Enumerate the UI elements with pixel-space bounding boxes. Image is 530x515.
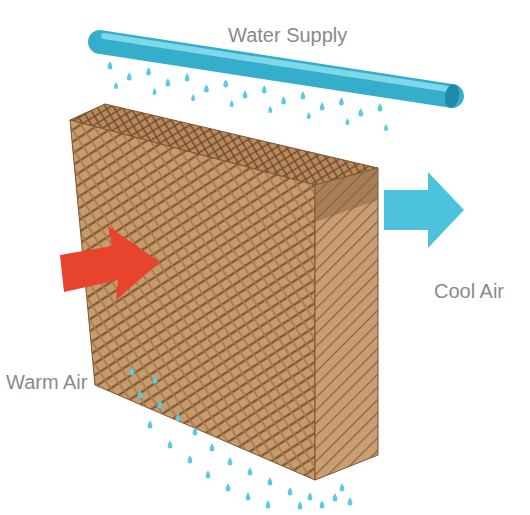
water-drop — [345, 118, 349, 125]
part-label: Water Supply — [228, 24, 347, 46]
water-drop — [268, 477, 273, 485]
water-drop — [340, 483, 345, 491]
water-drop — [148, 420, 153, 428]
cool-air-arrow — [384, 172, 464, 248]
water-drop — [281, 96, 286, 104]
water-drop — [378, 103, 383, 111]
water-drop — [333, 493, 338, 501]
water-drop — [358, 108, 363, 116]
water-drop — [193, 427, 198, 435]
water-drop — [146, 67, 151, 75]
water-drop — [127, 72, 132, 80]
water-drop — [300, 91, 305, 99]
part-label: Warm Air — [6, 371, 87, 393]
water-drop — [108, 61, 113, 69]
warm-air-arrow — [60, 226, 160, 300]
water-drop — [158, 400, 163, 408]
water-drop — [176, 413, 181, 421]
water-drop — [348, 497, 353, 505]
pad-front-face — [70, 120, 315, 480]
water-drop — [268, 106, 272, 113]
pad-end-face — [315, 168, 378, 480]
water-drop — [243, 90, 248, 98]
water-drop — [248, 467, 253, 475]
water-drop — [339, 97, 344, 105]
water-drop — [320, 102, 325, 110]
water-drop — [204, 84, 209, 92]
water-drop — [298, 501, 303, 509]
water-drop — [262, 85, 267, 93]
water-drop — [223, 79, 228, 87]
part-label: Cool Air — [434, 280, 504, 302]
water-drop — [138, 390, 143, 398]
water-drop — [153, 375, 158, 383]
water-drop — [266, 500, 271, 508]
water-drop — [226, 483, 231, 491]
water-drop — [384, 124, 388, 131]
water-drop — [153, 88, 157, 95]
water-drop — [114, 82, 118, 89]
water-pipe — [100, 42, 452, 96]
pad-end-shadow — [315, 168, 378, 222]
water-drop — [210, 443, 215, 451]
water-drop — [191, 94, 195, 101]
water-drop — [246, 492, 251, 500]
water-drop — [307, 112, 311, 119]
water-drop — [185, 73, 190, 81]
water-drop — [230, 100, 234, 107]
water-drop — [165, 78, 170, 86]
water-drop — [130, 367, 135, 375]
water-drop — [228, 457, 233, 465]
water-drop — [308, 492, 313, 500]
water-drop — [188, 455, 193, 463]
water-drop — [206, 470, 211, 478]
water-drop — [168, 440, 173, 448]
water-drop — [320, 500, 325, 508]
pipe-opening — [443, 83, 461, 109]
water-drops — [108, 61, 388, 509]
water-drop — [288, 487, 293, 495]
